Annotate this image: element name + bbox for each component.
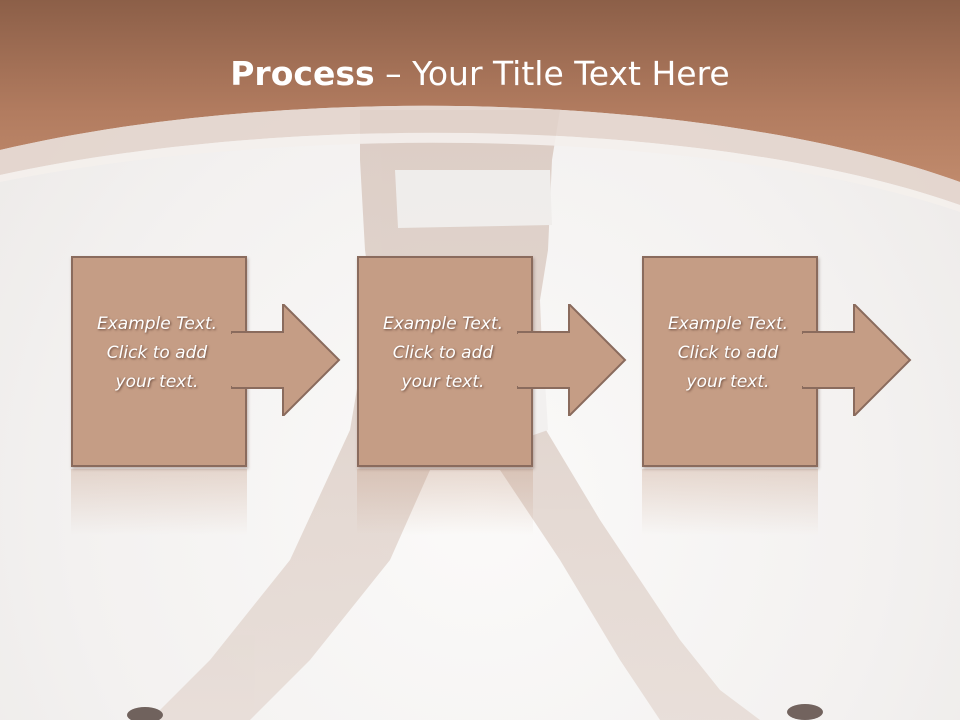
step-reflection	[71, 469, 247, 535]
step-text-line: Click to add	[106, 343, 208, 363]
step-reflection	[642, 469, 818, 535]
step-text-line: your text.	[401, 372, 485, 392]
step-text-line: Example Text.	[667, 314, 789, 334]
step-text-line: Click to add	[677, 343, 779, 363]
right-arrow-icon	[802, 304, 912, 416]
step-box[interactable]	[71, 256, 247, 467]
process-step-3: Example Text. Click to add your text.	[642, 256, 922, 536]
step-text-line: Example Text.	[96, 314, 218, 334]
step-reflection	[357, 469, 533, 535]
step-text[interactable]: Example Text. Click to add your text.	[357, 310, 529, 397]
step-box[interactable]	[642, 256, 818, 467]
slide-title: Process – Your Title Text Here	[0, 52, 960, 96]
process-step-2: Example Text. Click to add your text.	[357, 256, 637, 536]
right-arrow-icon	[517, 304, 627, 416]
title-bold: Process	[230, 54, 375, 93]
header-band	[0, 0, 960, 182]
step-text[interactable]: Example Text. Click to add your text.	[642, 310, 814, 397]
process-step-1: Example Text. Click to add your text.	[71, 256, 351, 536]
header-swoosh	[0, 105, 960, 205]
step-text-line: your text.	[686, 372, 770, 392]
right-arrow-icon	[231, 304, 341, 416]
step-text-line: Example Text.	[382, 314, 504, 334]
step-text[interactable]: Example Text. Click to add your text.	[71, 310, 243, 397]
title-rest: – Your Title Text Here	[374, 54, 730, 93]
step-box[interactable]	[357, 256, 533, 467]
step-text-line: Click to add	[392, 343, 494, 363]
step-text-line: your text.	[115, 372, 199, 392]
